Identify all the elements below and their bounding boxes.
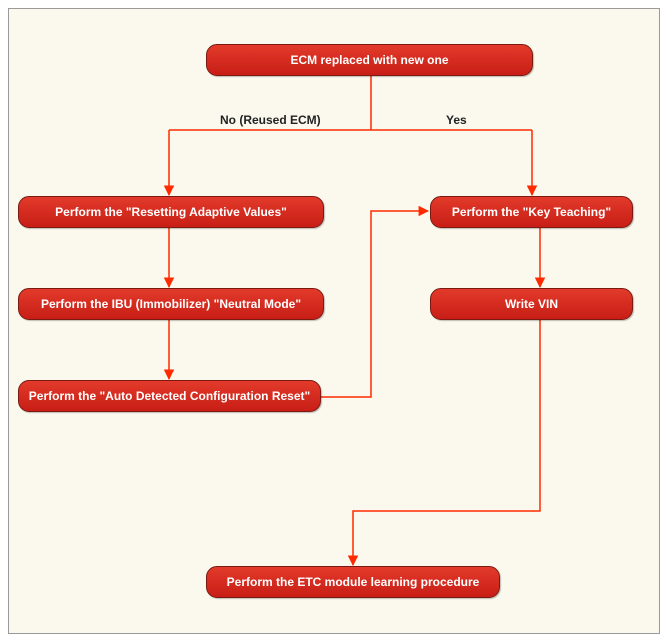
node-auto-detected-config-reset: Perform the "Auto Detected Configuration… [18, 380, 321, 412]
node-ibu-neutral-mode: Perform the IBU (Immobilizer) "Neutral M… [18, 288, 324, 320]
label-yes: Yes [446, 113, 467, 127]
label-no-reused-ecm: No (Reused ECM) [220, 113, 321, 127]
node-ecm-replaced: ECM replaced with new one [206, 44, 533, 76]
node-key-teaching: Perform the "Key Teaching" [430, 196, 633, 228]
diagram-frame [8, 8, 660, 634]
connector-auto-to-key-teaching [321, 205, 430, 398]
node-resetting-adaptive-values: Perform the "Resetting Adaptive Values" [18, 196, 324, 228]
connector-vin-to-etc [347, 320, 541, 567]
node-write-vin: Write VIN [430, 288, 633, 320]
node-etc-module-learning: Perform the ETC module learning procedur… [206, 566, 500, 598]
